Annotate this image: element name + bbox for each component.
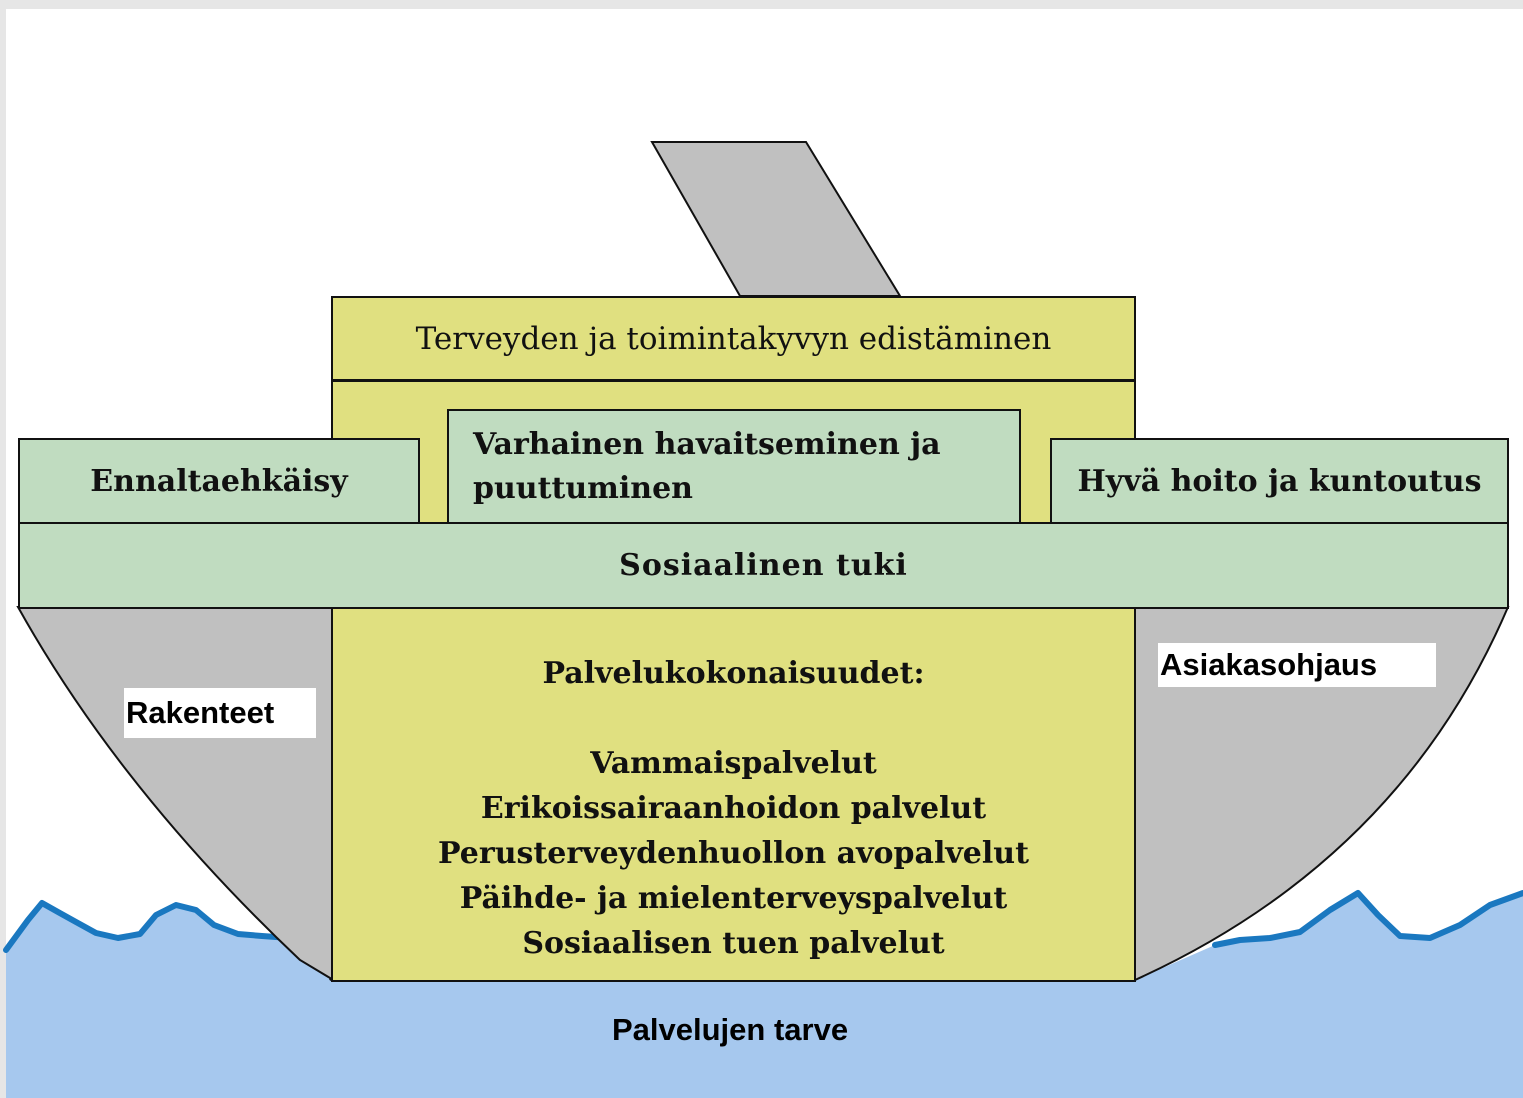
top-block-title-text: Terveyden ja toimintakyvyn edistäminen	[415, 320, 1052, 357]
service-need-label-text: Palvelujen tarve	[612, 1012, 849, 1047]
service-item: Päihde- ja mielenterveyspalvelut	[459, 881, 1008, 916]
deck-right-box: Hyvä hoito ja kuntoutus	[1050, 438, 1509, 524]
wave-line-left	[3, 900, 293, 953]
wave-line-right	[1212, 890, 1523, 948]
service-item: Vammaispalvelut	[590, 746, 877, 781]
service-item: Perusterveydenhuollon avopalvelut	[438, 836, 1029, 871]
structures-label: Rakenteet	[124, 688, 316, 738]
client-guidance-label: Asiakasohjaus	[1158, 643, 1436, 687]
window-top-border	[0, 0, 1523, 9]
water-area	[6, 893, 1523, 1098]
client-guidance-label-text: Asiakasohjaus	[1160, 647, 1378, 682]
service-item: Erikoissairaanhoidon palvelut	[480, 791, 987, 826]
deck-center-text: Varhainen havaitseminen ja puuttuminen	[473, 426, 941, 506]
social-support-text: Sosiaalinen tuki	[619, 548, 908, 583]
top-block-title: Terveyden ja toimintakyvyn edistäminen	[331, 296, 1136, 382]
deck-right-text: Hyvä hoito ja kuntoutus	[1077, 463, 1482, 499]
chimney	[650, 141, 902, 297]
social-support-band: Sosiaalinen tuki	[18, 522, 1509, 609]
structures-label-text: Rakenteet	[126, 695, 275, 730]
service-item: Sosiaalisen tuen palvelut	[522, 926, 945, 961]
window-left-border	[0, 0, 6, 1098]
deck-left-box: Ennaltaehkäisy	[18, 438, 420, 524]
service-need-label: Palvelujen tarve	[612, 1012, 848, 1048]
services-heading: Palvelukokonaisuudet:	[542, 656, 925, 691]
hull-center-box: Palvelukokonaisuudet: Vammaispalvelut Er…	[331, 607, 1136, 982]
hull-right	[1134, 606, 1510, 982]
deck-center-box: Varhainen havaitseminen ja puuttuminen	[447, 409, 1021, 524]
deck-left-text: Ennaltaehkäisy	[90, 463, 348, 499]
